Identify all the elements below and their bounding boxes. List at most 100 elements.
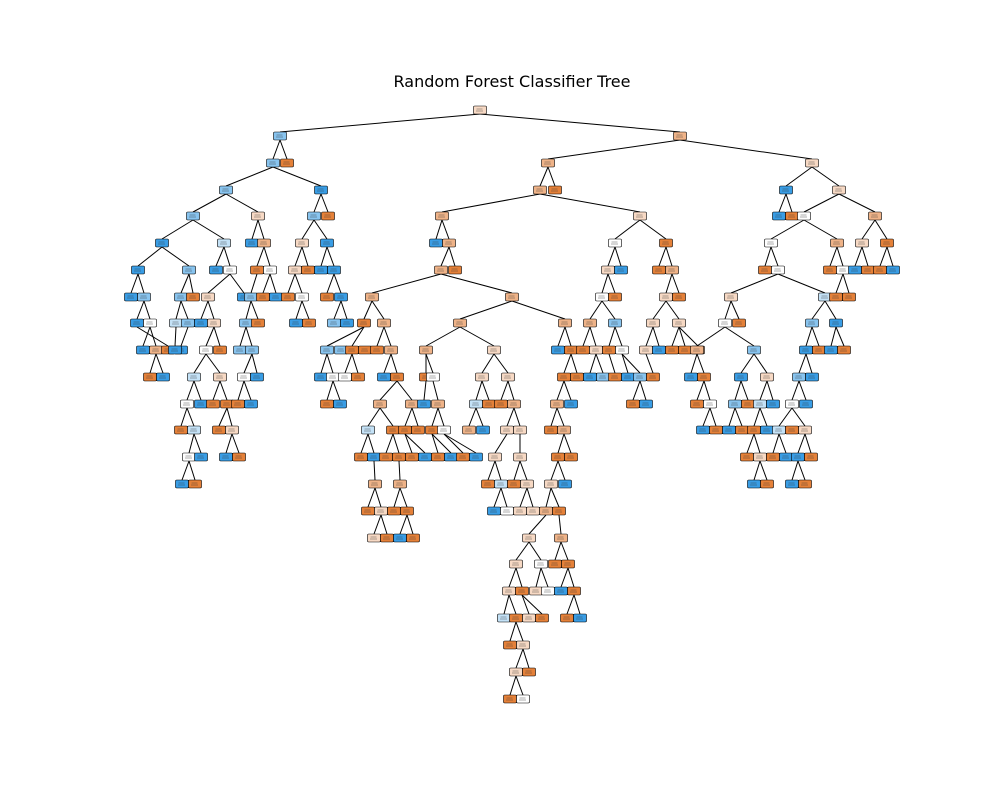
tree-edge xyxy=(632,380,641,401)
tree-edge xyxy=(614,246,622,267)
tree-node-box xyxy=(500,506,514,516)
tree-node-text-glyph xyxy=(202,348,209,352)
tree-node xyxy=(174,292,188,302)
tree-node xyxy=(823,265,837,275)
tree-node xyxy=(855,238,869,248)
tree-node xyxy=(760,425,774,435)
tree-node-box xyxy=(320,292,334,302)
tree-node xyxy=(548,559,562,569)
tree-edge xyxy=(333,273,342,294)
tree-node-text-glyph xyxy=(617,268,624,272)
tree-node xyxy=(156,372,170,382)
tree-edge xyxy=(778,193,787,213)
tree-node xyxy=(595,292,609,302)
tree-node-text-glyph xyxy=(851,268,858,272)
tree-node xyxy=(868,211,882,221)
tree-node xyxy=(861,265,875,275)
tree-node-box xyxy=(766,399,780,409)
tree-node xyxy=(724,292,738,302)
tree-node-box xyxy=(155,238,169,248)
tree-node-text-glyph xyxy=(573,375,580,379)
tree-node-box xyxy=(576,345,590,355)
tree-edge xyxy=(213,326,221,347)
tree-edge xyxy=(665,246,673,267)
tree-node-text-glyph xyxy=(743,455,750,459)
tree-node xyxy=(771,265,785,275)
tree-edge xyxy=(508,594,517,615)
tree-edge xyxy=(567,567,575,588)
tree-edge xyxy=(500,380,509,401)
tree-node-text-glyph xyxy=(756,402,763,406)
tree-node-box xyxy=(557,372,571,382)
tree-node-text-glyph xyxy=(269,161,276,165)
tree-edge xyxy=(522,648,530,669)
tree-node-box xyxy=(453,318,467,328)
tree-edge xyxy=(509,675,517,696)
tree-node-text-glyph xyxy=(788,402,795,406)
tree-edge xyxy=(506,407,515,427)
tree-node-box xyxy=(735,425,749,435)
tree-edge xyxy=(161,246,190,267)
tree-node xyxy=(321,211,335,221)
tree-node-box xyxy=(257,238,271,248)
tree-node-box xyxy=(785,425,799,435)
tree-node-box xyxy=(791,452,805,462)
tree-node-text-glyph xyxy=(503,509,510,513)
tree-edge xyxy=(759,460,768,481)
tree-node-box xyxy=(232,452,246,462)
tree-node xyxy=(513,425,527,435)
tree-edge xyxy=(301,219,315,240)
tree-node-text-glyph xyxy=(519,643,526,647)
tree-node xyxy=(186,211,200,221)
tree-node-box xyxy=(174,292,188,302)
tree-edge xyxy=(557,460,566,481)
tree-node-box xyxy=(390,372,404,382)
tree-node-text-glyph xyxy=(240,375,247,379)
tree-edge xyxy=(180,407,188,427)
tree-node xyxy=(124,292,138,302)
tree-node xyxy=(696,425,710,435)
tree-node-text-glyph xyxy=(794,455,801,459)
tree-node-text-glyph xyxy=(636,214,643,218)
tree-node-text-glyph xyxy=(490,509,497,513)
tree-node xyxy=(560,613,574,623)
tree-node-text-glyph xyxy=(555,509,562,513)
tree-node-text-glyph xyxy=(341,375,348,379)
tree-node xyxy=(488,452,502,462)
tree-node xyxy=(231,399,245,409)
tree-edge xyxy=(326,246,335,267)
tree-edge xyxy=(521,594,543,615)
tree-node xyxy=(340,318,354,328)
tree-edge xyxy=(547,139,681,160)
tree-node-text-glyph xyxy=(547,428,554,432)
tree-node xyxy=(481,479,495,489)
tree-node-box xyxy=(320,345,334,355)
tree-node-box xyxy=(131,265,145,275)
tree-node-text-glyph xyxy=(189,295,196,299)
tree-node xyxy=(288,265,302,275)
tree-node xyxy=(779,452,793,462)
tree-node-text-glyph xyxy=(197,455,204,459)
tree-node xyxy=(232,452,246,462)
tree-edge xyxy=(294,273,303,294)
tree-node-box xyxy=(377,318,391,328)
tree-node-box xyxy=(314,372,328,382)
tree-node xyxy=(187,425,201,435)
tree-edge xyxy=(558,514,562,535)
tree-node xyxy=(266,158,280,168)
tree-node-text-glyph xyxy=(184,321,191,325)
tree-node-box xyxy=(564,399,578,409)
tree-edge xyxy=(753,353,768,374)
tree-node-box xyxy=(805,318,819,328)
tree-edge xyxy=(251,219,259,240)
tree-edge xyxy=(515,567,523,588)
tree-node-text-glyph xyxy=(662,241,669,245)
tree-node-text-glyph xyxy=(371,482,378,486)
tree-node-text-glyph xyxy=(512,562,519,566)
tree-node xyxy=(444,452,458,462)
tree-node-text-glyph xyxy=(611,241,618,245)
tree-node xyxy=(320,345,334,355)
tree-node-text-glyph xyxy=(408,455,415,459)
tree-node-text-glyph xyxy=(532,589,539,593)
tree-edge xyxy=(696,326,726,347)
